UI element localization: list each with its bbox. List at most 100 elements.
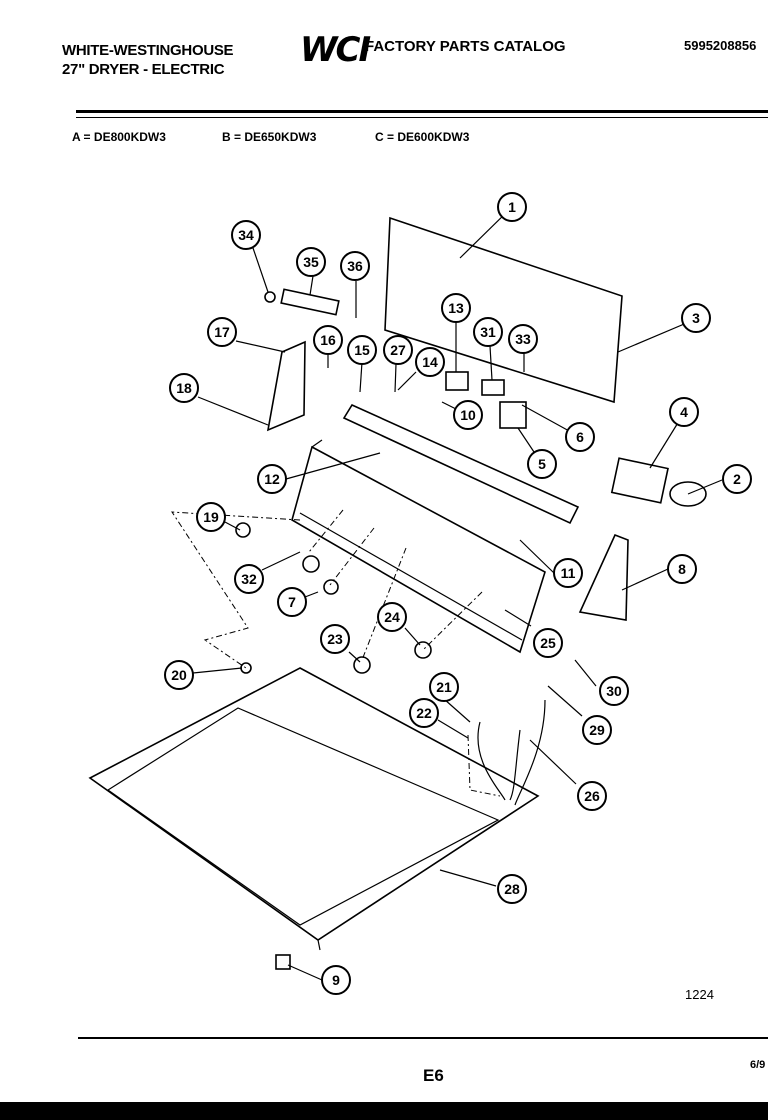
callout-6: 6	[565, 422, 595, 452]
timer	[610, 457, 669, 504]
callout-18: 18	[169, 373, 199, 403]
svg-text:14: 14	[422, 354, 438, 370]
model-c: C = DE600KDW3	[375, 130, 470, 144]
svg-text:3: 3	[692, 310, 700, 326]
switch-13	[445, 371, 469, 391]
callout-4: 4	[669, 397, 699, 427]
callout-13: 13	[441, 293, 471, 323]
callout-29: 29	[582, 715, 612, 745]
callout-35: 35	[296, 247, 326, 277]
svg-text:6: 6	[576, 429, 584, 445]
callout-21: 21	[429, 672, 459, 702]
svg-text:5: 5	[538, 456, 546, 472]
svg-text:33: 33	[515, 331, 531, 347]
callout-32: 32	[234, 564, 264, 594]
callout-12: 12	[257, 464, 287, 494]
svg-text:35: 35	[303, 254, 319, 270]
page-number: E6	[423, 1066, 444, 1085]
svg-text:16: 16	[320, 332, 336, 348]
callout-8: 8	[667, 554, 697, 584]
svg-text:31: 31	[480, 324, 496, 340]
svg-text:27: 27	[390, 342, 406, 358]
header-rule-thin	[76, 117, 768, 118]
knob-7	[323, 579, 339, 595]
svg-text:12: 12	[264, 471, 280, 487]
callout-26: 26	[577, 781, 607, 811]
svg-text:13: 13	[448, 300, 464, 316]
svg-text:1: 1	[508, 199, 516, 215]
dryer-top	[88, 667, 540, 941]
svg-text:8: 8	[678, 561, 686, 577]
callout-3: 3	[681, 303, 711, 333]
figure-reference: 1224	[685, 987, 714, 1002]
console-bracket	[342, 403, 580, 525]
callout-16: 16	[313, 325, 343, 355]
callout-28: 28	[497, 874, 527, 904]
callout-7: 7	[277, 587, 307, 617]
catalog-title: FACTORY PARTS CATALOG	[365, 38, 566, 55]
knob-32	[302, 555, 320, 573]
callout-9: 9	[321, 965, 351, 995]
callout-5: 5	[527, 449, 557, 479]
svg-text:26: 26	[584, 788, 600, 804]
lamp-holder	[280, 288, 340, 316]
svg-text:11: 11	[561, 565, 576, 581]
svg-text:25: 25	[540, 635, 556, 651]
wci-logo: WCI	[300, 30, 371, 70]
svg-text:32: 32	[241, 571, 257, 587]
end-cap-right	[578, 533, 629, 621]
catalog-number: 5995208856	[684, 38, 757, 53]
callout-31: 31	[473, 317, 503, 347]
callout-36: 36	[340, 251, 370, 281]
callout-11: 11	[553, 558, 583, 588]
svg-text:18: 18	[176, 380, 192, 396]
svg-text:9: 9	[332, 972, 340, 988]
rear-panel	[384, 216, 623, 404]
revision-date: 6/9	[750, 1059, 766, 1071]
screw-20	[240, 662, 252, 674]
callout-20: 20	[164, 660, 194, 690]
svg-text:21: 21	[436, 679, 452, 695]
callout-27: 27	[383, 335, 413, 365]
model-a: A = DE800KDW3	[72, 130, 166, 144]
control-console	[291, 445, 546, 654]
callout-25: 25	[533, 628, 563, 658]
callout-22: 22	[409, 698, 439, 728]
end-cap-left	[266, 340, 306, 432]
callout-14: 14	[415, 347, 445, 377]
svg-text:2: 2	[733, 471, 741, 487]
svg-text:34: 34	[238, 227, 254, 243]
product-description: 27" DRYER - ELECTRIC	[62, 61, 225, 78]
model-b: B = DE650KDW3	[222, 130, 317, 144]
callout-19: 19	[196, 502, 226, 532]
callout-17: 17	[207, 317, 237, 347]
svg-text:4: 4	[680, 404, 688, 420]
screw-34	[264, 291, 276, 303]
svg-text:22: 22	[416, 705, 432, 721]
callout-30: 30	[599, 676, 629, 706]
header-rule	[76, 110, 768, 113]
callout-2: 2	[722, 464, 752, 494]
callout-1: 1	[497, 192, 527, 222]
knob-24	[414, 641, 432, 659]
knob-19	[235, 522, 251, 538]
svg-text:24: 24	[384, 609, 400, 625]
switch-5	[499, 401, 527, 429]
brand-name: WHITE-WESTINGHOUSE	[62, 42, 234, 59]
scan-edge	[0, 1102, 768, 1120]
svg-text:17: 17	[214, 324, 230, 340]
knob-23	[353, 656, 371, 674]
svg-text:36: 36	[347, 258, 363, 274]
callout-23: 23	[320, 624, 350, 654]
svg-text:23: 23	[327, 631, 343, 647]
leveling-foot	[275, 954, 291, 970]
callout-15: 15	[347, 335, 377, 365]
svg-text:7: 7	[288, 594, 296, 610]
svg-text:15: 15	[354, 342, 370, 358]
svg-text:30: 30	[606, 683, 622, 699]
svg-text:20: 20	[171, 667, 187, 683]
footer-rule	[78, 1037, 768, 1039]
svg-text:19: 19	[203, 509, 219, 525]
callout-34: 34	[231, 220, 261, 250]
